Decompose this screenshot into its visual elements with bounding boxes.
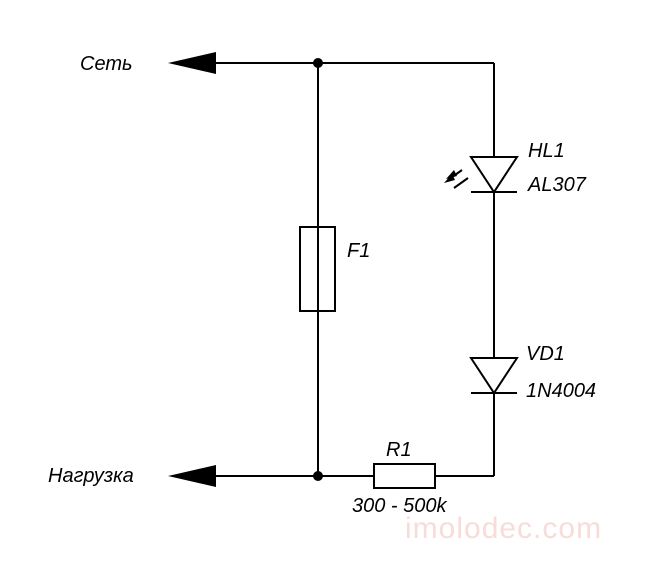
diode-designator: VD1 bbox=[526, 343, 565, 365]
diode-symbol bbox=[469, 357, 519, 395]
light-emission-arrows-icon bbox=[444, 169, 469, 189]
diode-part: 1N4004 bbox=[526, 380, 596, 402]
load-label: Нагрузка bbox=[48, 465, 134, 487]
junction-bottom bbox=[313, 471, 323, 481]
fuse-label: F1 bbox=[347, 240, 370, 262]
load-arrow-icon bbox=[168, 465, 216, 487]
mains-label: Сеть bbox=[80, 53, 133, 75]
led-part: AL307 bbox=[527, 174, 587, 196]
led-symbol bbox=[469, 156, 519, 194]
led-designator: HL1 bbox=[528, 140, 565, 162]
watermark: imolodec.com bbox=[405, 512, 602, 545]
resistor-value: 300 - 500k bbox=[352, 495, 448, 517]
resistor-designator: R1 bbox=[386, 439, 412, 461]
fuse-symbol bbox=[299, 226, 336, 312]
mains-arrow-icon bbox=[168, 52, 216, 74]
resistor-symbol bbox=[373, 463, 436, 489]
